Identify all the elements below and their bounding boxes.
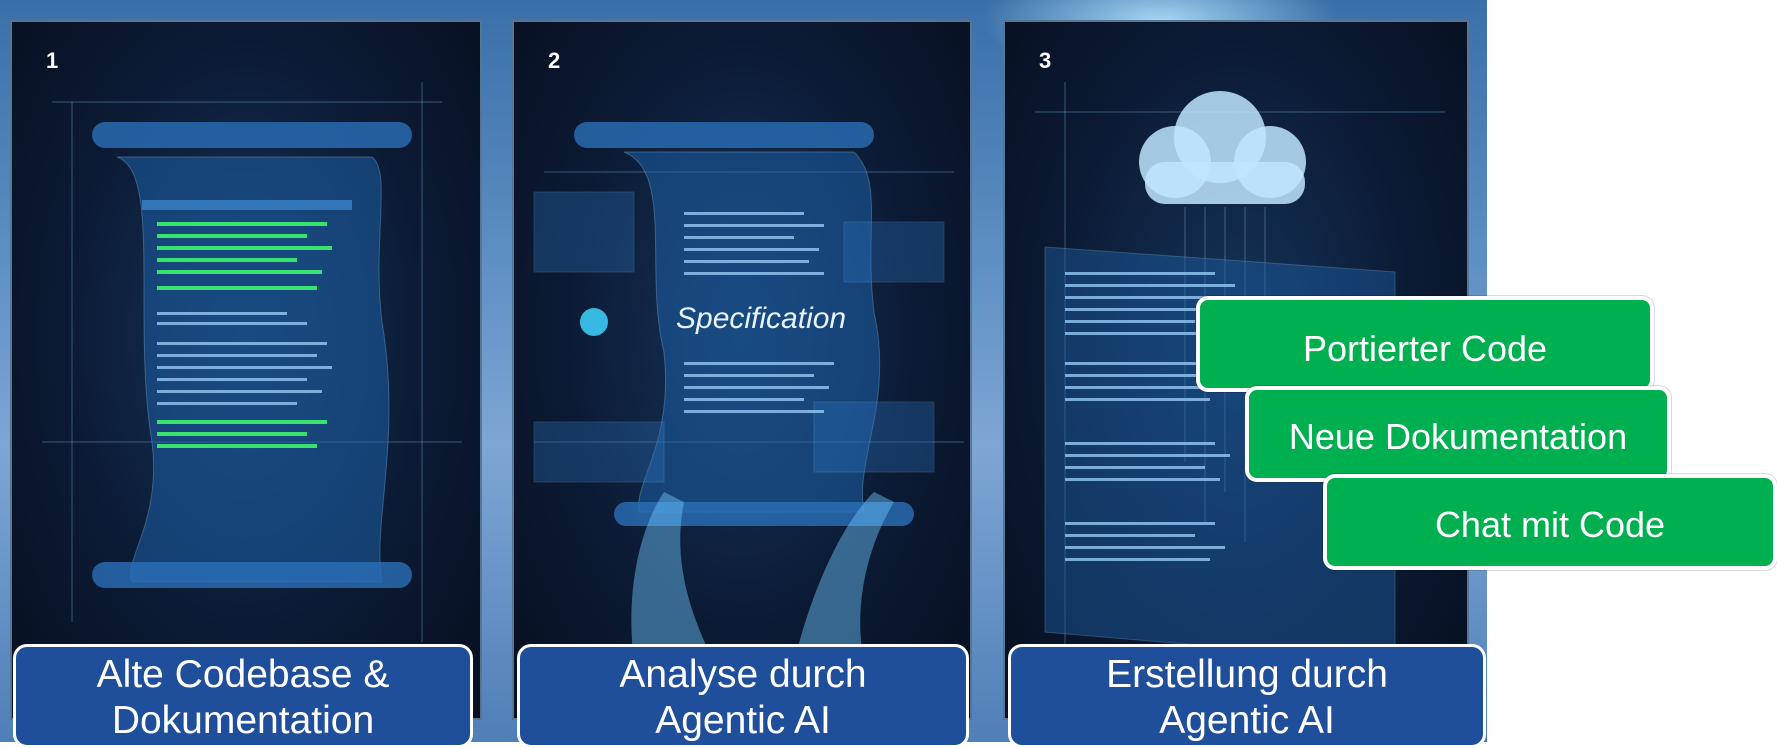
caption-line: Erstellung durch — [1106, 653, 1388, 696]
output-chat-with-code: Chat mit Code — [1323, 474, 1777, 570]
specification-label: Specification — [676, 302, 846, 335]
panel-legacy-codebase: 1 — [10, 20, 482, 720]
output-ported-code: Portierter Code — [1196, 296, 1654, 392]
caption-legacy-codebase: Alte Codebase & Dokumentation — [13, 644, 473, 748]
caption-line: Analyse durch — [619, 653, 867, 696]
cloud-icon — [1139, 91, 1306, 204]
step-number-2: 2 — [548, 48, 561, 73]
step-number-1: 1 — [46, 48, 59, 73]
step-number-3: 3 — [1039, 48, 1052, 73]
caption-line: Agentic AI — [655, 699, 831, 742]
caption-line: Dokumentation — [111, 699, 375, 742]
caption-agentic-analysis: Analyse durch Agentic AI — [517, 644, 969, 748]
scroll-illustration-specification: Specification — [533, 122, 964, 662]
panel-agentic-analysis: Specification 2 — [512, 20, 972, 720]
caption-line: Alte Codebase & — [96, 653, 390, 696]
caption-agentic-creation: Erstellung durch Agentic AI — [1008, 644, 1486, 748]
output-new-documentation: Neue Dokumentation — [1245, 386, 1671, 482]
scroll-illustration-legacy — [42, 82, 462, 642]
caption-line: Agentic AI — [1159, 699, 1335, 742]
